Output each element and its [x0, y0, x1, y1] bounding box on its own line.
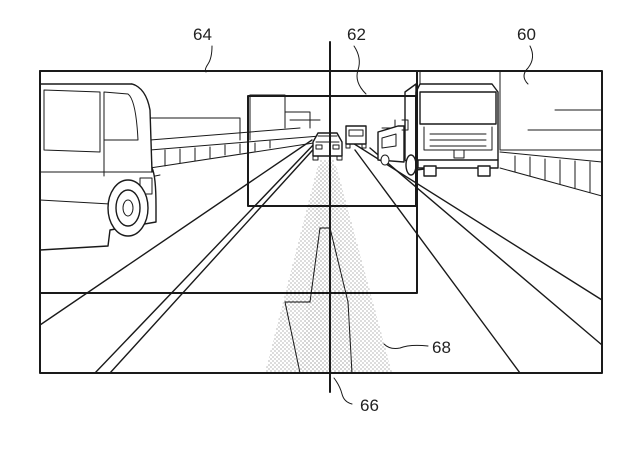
far-truck: [345, 125, 367, 149]
leader-60: [523, 45, 534, 85]
region-66: [300, 160, 352, 373]
ref-66-label: 66: [360, 396, 379, 415]
leader-64: [204, 45, 213, 73]
oncoming-car-center: [312, 132, 343, 161]
ref-60-label: 60: [517, 25, 536, 44]
leader-66: [333, 377, 353, 405]
buildings-left: [149, 94, 321, 141]
ref-62-label: 62: [347, 25, 366, 44]
truck-large: [401, 83, 499, 177]
guardrail-left: [149, 135, 321, 169]
leader-68: [383, 343, 429, 349]
region-66-outline: [284, 227, 353, 373]
truck-medium: [377, 125, 405, 166]
leader-62: [353, 45, 367, 95]
ref-64-label: 64: [193, 25, 212, 44]
guardrail-right: [499, 151, 602, 197]
van-left: [40, 83, 157, 251]
ref-68-label: 68: [432, 338, 451, 357]
frame-62: [247, 95, 417, 207]
